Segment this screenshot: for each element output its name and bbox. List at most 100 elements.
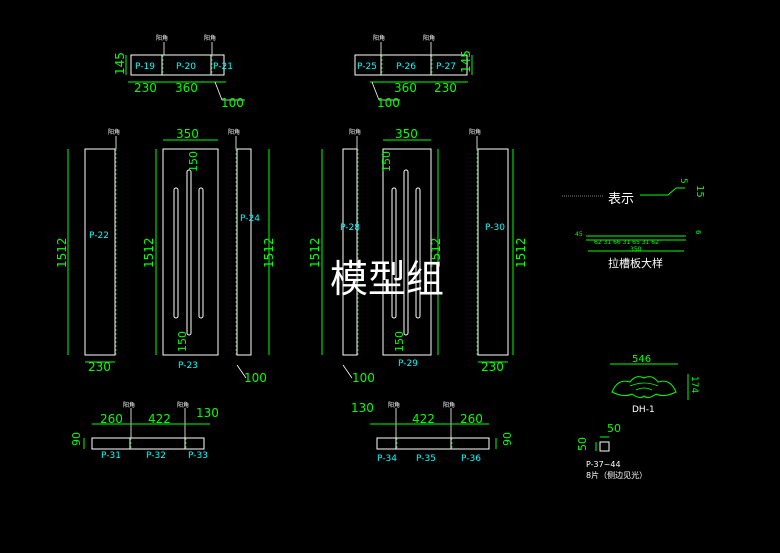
dim-230: 230 <box>434 81 457 95</box>
dim-90: 90 <box>501 432 514 446</box>
dim-15: 15 <box>694 185 705 198</box>
label-p36: P-36 <box>461 454 481 464</box>
strip-panel <box>376 437 490 450</box>
dim-height: 145 <box>459 50 473 73</box>
dim-546: 546 <box>632 354 651 365</box>
label-p37-44: P-37~44 <box>586 460 621 469</box>
dim-230: 230 <box>88 360 111 374</box>
dim-1512: 1512 <box>142 237 156 268</box>
label-p25: P-25 <box>357 62 377 72</box>
dim-130: 130 <box>196 406 219 420</box>
dim-100: 100 <box>377 96 400 110</box>
label-p27: P-27 <box>436 62 456 72</box>
dim-360: 360 <box>175 81 198 95</box>
dim-1512: 1512 <box>429 237 443 268</box>
note: 8片（侧边见光） <box>586 470 647 480</box>
dim-1512: 1512 <box>308 237 322 268</box>
bottom-right-strip: P-34 P-35 P-36 阳角 阳角 130 422 260 90 <box>351 401 514 464</box>
groove-detail: 表示 5 15 45 6 62 31 66 31 65 31 62 350 拉槽… <box>562 178 705 270</box>
panel-p30 <box>477 148 509 356</box>
dim-360: 360 <box>394 81 417 95</box>
dim-100: 100 <box>221 96 244 110</box>
dim-1512: 1512 <box>55 237 69 268</box>
dim-230: 230 <box>134 81 157 95</box>
block-shape <box>599 441 610 452</box>
ornament-dh1: 546 174 DH-1 <box>610 354 699 415</box>
watermark: 模型组 <box>330 257 444 301</box>
label-p33: P-33 <box>188 451 208 461</box>
panel-p28 <box>342 148 358 356</box>
top-right-strip: P-25 P-26 P-27 阳角 阳角 145 360 230 100 <box>354 34 473 110</box>
panel-p24 <box>236 148 252 356</box>
dim-90: 90 <box>70 432 83 446</box>
dim-150-top: 150 <box>187 151 200 172</box>
label-p28: P-28 <box>340 223 360 233</box>
label-dh1: DH-1 <box>632 405 655 415</box>
top-left-strip: P-19 P-20 P-21 阳角 阳角 145 230 360 100 <box>113 34 245 110</box>
dim-230: 230 <box>481 360 504 374</box>
corner-mark: 阳角 <box>469 128 481 136</box>
dim-150-bottom: 150 <box>176 331 189 352</box>
label-p19: P-19 <box>135 62 155 72</box>
small-block: 50 50 P-37~44 8片（侧边见光） <box>576 422 647 480</box>
left-panel-group: P-22 阳角 1512 230 P-23 350 150 150 1512 P… <box>55 127 276 385</box>
corner-mark: 阳角 <box>204 34 216 42</box>
label-p35: P-35 <box>416 454 436 464</box>
label-indicate: 表示 <box>608 192 634 207</box>
corner-mark: 阳角 <box>349 128 361 136</box>
label-p32: P-32 <box>146 451 166 461</box>
label-p21: P-21 <box>213 62 233 72</box>
dim-100: 100 <box>352 371 375 385</box>
corner-mark: 阳角 <box>228 128 240 136</box>
dim-174: 174 <box>689 376 699 393</box>
panel-p29 <box>382 148 432 356</box>
dim-350: 350 <box>176 127 199 141</box>
corner-mark: 阳角 <box>123 401 135 409</box>
label-p31: P-31 <box>101 451 121 461</box>
dim-260: 260 <box>100 412 123 426</box>
dim-height: 145 <box>113 52 127 75</box>
label-p29: P-29 <box>398 359 418 369</box>
label-p34: P-34 <box>377 454 397 464</box>
dim-50-top: 50 <box>607 422 621 435</box>
segment-dims: 62 31 66 31 65 31 62 <box>594 239 659 246</box>
panel-p22 <box>84 148 116 356</box>
dim-422: 422 <box>148 412 171 426</box>
dim-130: 130 <box>351 401 374 415</box>
corner-mark: 阳角 <box>177 401 189 409</box>
corner-mark: 阳角 <box>156 34 168 42</box>
strip-panel <box>130 54 225 76</box>
dim-260: 260 <box>460 412 483 426</box>
strip-panel <box>91 437 205 450</box>
dim-50-left: 50 <box>576 437 589 451</box>
corner-mark: 阳角 <box>373 34 385 42</box>
dim-100: 100 <box>244 371 267 385</box>
caption: 拉槽板大样 <box>608 256 663 270</box>
dim-350: 350 <box>395 127 418 141</box>
label-p26: P-26 <box>396 62 416 72</box>
dim-422: 422 <box>412 412 435 426</box>
panel-p23 <box>162 148 219 356</box>
dim-1512: 1512 <box>514 237 528 268</box>
ornament-shape <box>611 376 677 399</box>
corner-mark: 阳角 <box>108 128 120 136</box>
dim-45: 45 <box>575 231 583 238</box>
dim-150-bottom: 150 <box>393 331 406 352</box>
strip-panel <box>354 54 468 76</box>
dim-150-top: 150 <box>380 151 393 172</box>
corner-mark: 阳角 <box>423 34 435 42</box>
label-p23: P-23 <box>178 361 198 371</box>
right-panel-group: P-28 阳角 1512 100 P-29 350 150 150 1512 P… <box>308 127 528 385</box>
label-p30: P-30 <box>485 223 505 233</box>
dim-6: 6 <box>694 230 702 235</box>
corner-mark: 阳角 <box>388 401 400 409</box>
corner-mark: 阳角 <box>443 401 455 409</box>
bottom-left-strip: P-31 P-32 P-33 阳角 阳角 260 422 130 90 <box>70 401 219 461</box>
dim-1512: 1512 <box>262 237 276 268</box>
dim-5: 5 <box>678 178 688 184</box>
dim-350: 350 <box>630 246 642 253</box>
label-p22: P-22 <box>89 231 109 241</box>
label-p20: P-20 <box>176 62 196 72</box>
